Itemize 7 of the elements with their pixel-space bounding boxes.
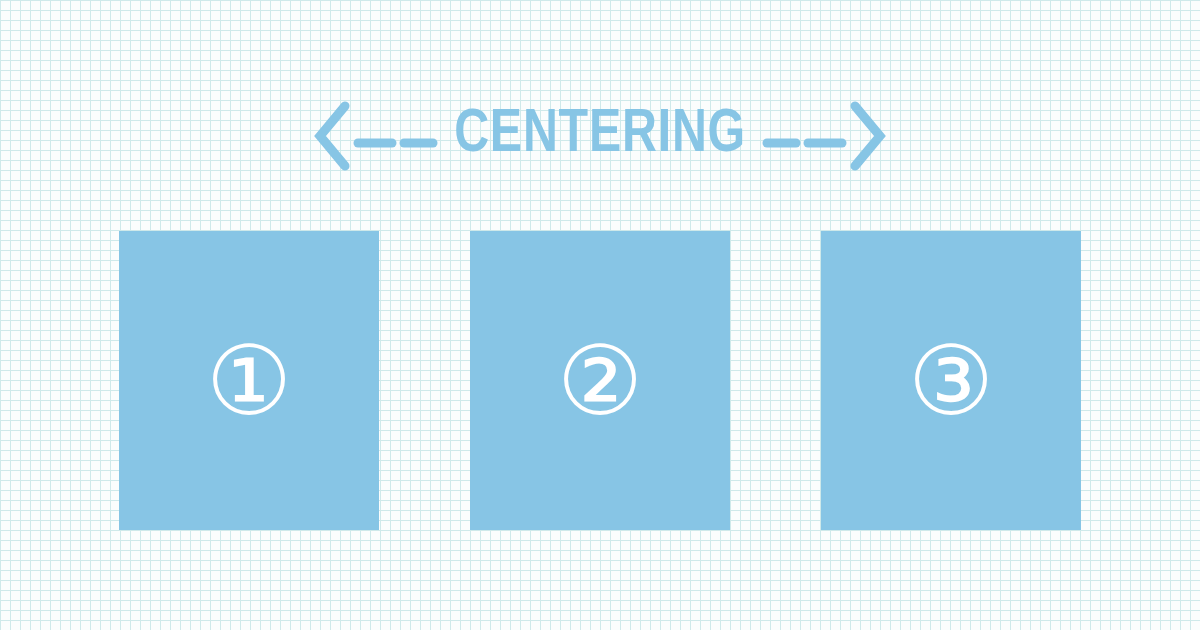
numbered-panel — [470, 231, 730, 530]
panel-number: ③ — [907, 332, 995, 429]
panel-number: ① — [205, 332, 293, 429]
numbered-panel — [821, 231, 1081, 530]
panel-number: ② — [556, 332, 644, 429]
numbered-panel — [119, 231, 379, 530]
title: CENTERING — [454, 96, 746, 165]
